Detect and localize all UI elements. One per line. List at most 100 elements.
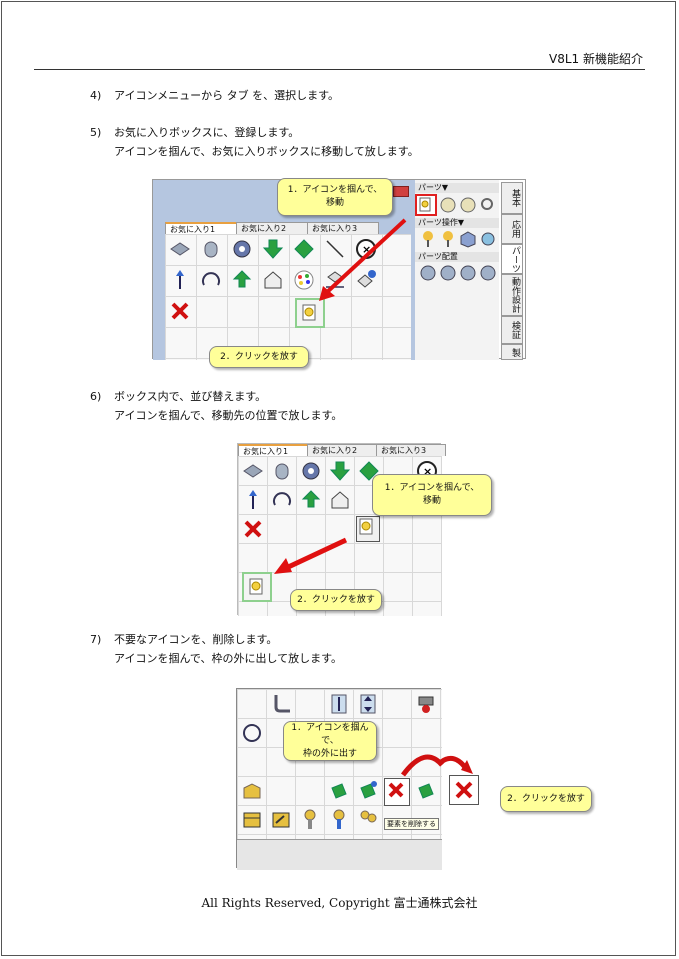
svg-text:×: × <box>423 465 432 478</box>
green-diamond-icon[interactable] <box>293 238 315 260</box>
color-palette-icon[interactable] <box>293 269 315 291</box>
joint-parts-icon[interactable] <box>479 230 497 248</box>
gear-settings-icon[interactable] <box>231 238 253 260</box>
place-parts-4-icon[interactable] <box>479 264 497 282</box>
pin-parts-icon[interactable] <box>419 230 437 248</box>
panel-head-placement: パーツ配置 <box>415 252 499 262</box>
tab-favorite-2[interactable]: お気に入り2 <box>307 444 377 456</box>
parts-magnify-icon[interactable] <box>300 303 320 323</box>
green-plate-icon[interactable] <box>415 780 437 802</box>
parts-magnify-icon <box>359 518 373 535</box>
machine-stop-icon[interactable] <box>415 693 437 715</box>
panel-head-parts: パーツ▼ <box>415 183 499 193</box>
vtab-manufacture[interactable]: 製 <box>501 344 523 360</box>
place-parts-3-icon[interactable] <box>459 264 477 282</box>
add-shape-icon[interactable] <box>355 269 377 291</box>
drop-target-slot[interactable] <box>242 572 272 602</box>
point-cross-icon[interactable]: × <box>355 238 377 260</box>
callout-grab-move: 1．アイコンを掴んで、移動 <box>372 474 492 516</box>
axis-up-icon[interactable] <box>242 489 264 511</box>
panel-head-operation: パーツ操作▼ <box>415 218 499 228</box>
screw-bolt-icon[interactable] <box>299 809 321 831</box>
close-icon[interactable] <box>393 186 409 197</box>
parts-search-icon[interactable] <box>479 196 497 214</box>
green-block-icon[interactable] <box>328 780 350 802</box>
step-7: 7) 不要なアイコンを、削除します。 アイコンを掴んで、枠の外に出して放します。 <box>90 630 342 668</box>
stretch-icon[interactable] <box>324 269 346 291</box>
table-layout-icon[interactable] <box>241 809 263 831</box>
vtab-parts[interactable]: パーツ <box>501 244 523 274</box>
green-move-up-icon[interactable] <box>231 269 253 291</box>
folder-box-icon[interactable] <box>241 780 263 802</box>
vtab-basic[interactable]: 基本 <box>501 182 523 214</box>
tooltip-delete: 要素を削除する <box>384 818 439 830</box>
header-divider <box>34 69 645 70</box>
pin-double-icon[interactable] <box>357 809 379 831</box>
favorite-tabs: お気に入り1 お気に入り2 お気に入り3 <box>238 444 446 457</box>
box-shape-icon[interactable] <box>169 238 191 260</box>
delete-x-icon[interactable] <box>169 300 191 322</box>
step-number: 4) <box>90 89 102 102</box>
green-move-up-icon[interactable] <box>300 489 322 511</box>
green-move-down-icon[interactable] <box>329 460 351 482</box>
pin-pair-icon[interactable] <box>439 230 457 248</box>
table-edit-icon[interactable] <box>270 809 292 831</box>
parts-link-icon[interactable] <box>439 196 457 214</box>
box-shape-icon[interactable] <box>242 460 264 482</box>
tab-favorite-3[interactable]: お気に入り3 <box>307 222 379 234</box>
callout-grab-move: 1．アイコンを掴んで、移動 <box>277 178 393 216</box>
grabbed-icon[interactable] <box>356 516 380 542</box>
parts-magnify-icon <box>419 197 431 212</box>
grabbed-delete-icon[interactable] <box>384 778 410 806</box>
gear-settings-icon[interactable] <box>300 460 322 482</box>
callout-release: 2．クリックを放す <box>290 589 382 611</box>
tab-favorite-3[interactable]: お気に入り3 <box>376 444 446 456</box>
step-subtext: アイコンを掴んで、移動先の位置で放します。 <box>114 409 343 422</box>
parts-magnify-icon <box>249 578 263 595</box>
rotate-icon[interactable] <box>200 269 222 291</box>
axis-up-icon[interactable] <box>169 269 191 291</box>
footer-copyright: All Rights Reserved, Copyright 富士通株式会社 <box>201 896 478 910</box>
cube-parts-icon[interactable] <box>459 230 477 248</box>
header-title: V8L1 新機能紹介 <box>549 52 643 66</box>
house-shape-icon[interactable] <box>262 269 284 291</box>
favorite-grid <box>238 456 442 616</box>
selected-parts-icon[interactable] <box>415 194 437 216</box>
place-parts-2-icon[interactable] <box>439 264 457 282</box>
step-5: 5)お気に入りボックスに、登録します。 アイコンを掴んで、お気に入りボックスに移… <box>90 123 419 161</box>
green-block-add-icon[interactable] <box>357 780 379 802</box>
figure-reorder: お気に入り1 お気に入り2 お気に入り3 × 1．アイコンを掴んで、移動 2．ク… <box>237 443 492 616</box>
step-text: 不要なアイコンを、削除します。 <box>114 633 278 646</box>
step-number: 5) <box>90 126 102 139</box>
cylinder-shape-icon[interactable] <box>200 238 222 260</box>
step-text: お気に入りボックスに、登録します。 <box>114 126 300 139</box>
cylinder-shape-icon[interactable] <box>271 460 293 482</box>
callout-release: 2．クリックを放す <box>209 346 309 368</box>
parts-unlink-icon[interactable] <box>459 196 477 214</box>
callout-grab-out: 1．アイコンを掴んで、枠の外に出す <box>283 721 377 761</box>
step-text: アイコンメニューから タブ を、選択します。 <box>114 89 340 102</box>
vertical-double-arrow-icon[interactable] <box>357 693 379 715</box>
step-subtext: アイコンを掴んで、枠の外に出して放します。 <box>114 652 343 665</box>
vtab-motion-design[interactable]: 動作設計 <box>501 274 523 316</box>
figure-delete: 要素を削除する 1．アイコンを掴んで、枠の外に出す <box>236 688 444 870</box>
delete-x-icon <box>455 781 473 799</box>
place-parts-icon[interactable] <box>419 264 437 282</box>
bend-pipe-icon[interactable] <box>270 693 292 715</box>
vtab-verify[interactable]: 検証 <box>501 316 523 344</box>
tab-favorite-2[interactable]: お気に入り2 <box>236 222 308 234</box>
figure-register-favorite: お気に入り1 お気に入り2 お気に入り3 × パーツ▼ パーツ操作▼ パーツ配置 <box>152 178 526 368</box>
line-tool-icon[interactable] <box>324 238 346 260</box>
delete-x-icon[interactable] <box>242 518 264 540</box>
rotate-icon[interactable] <box>271 489 293 511</box>
dropped-icon-slot[interactable] <box>295 298 325 328</box>
house-shape-icon[interactable] <box>329 489 351 511</box>
step-number: 7) <box>90 633 102 646</box>
green-move-down-icon[interactable] <box>262 238 284 260</box>
vtab-applied[interactable]: 応用 <box>501 214 523 244</box>
step-6: 6)ボックス内で、並び替えます。 アイコンを掴んで、移動先の位置で放します。 <box>90 387 342 425</box>
pin-blue-icon[interactable] <box>328 809 350 831</box>
vertical-arrows-icon[interactable] <box>328 693 350 715</box>
rotate-ccw-icon[interactable] <box>241 722 263 744</box>
